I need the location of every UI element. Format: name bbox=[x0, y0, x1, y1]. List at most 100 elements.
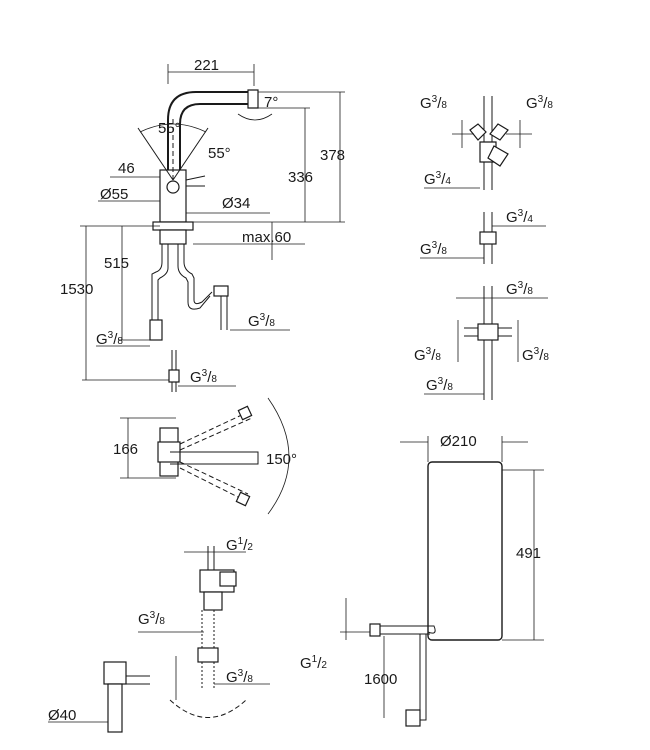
swivel-spout-down bbox=[179, 461, 249, 495]
g-letter: G bbox=[522, 347, 534, 364]
swivel-spout-front bbox=[170, 451, 259, 465]
g-num: 3 bbox=[538, 94, 544, 105]
g-letter: G bbox=[138, 611, 150, 628]
swivel-angle-arc bbox=[267, 397, 290, 515]
water-tank: Ø210 491 G1/2 1600 bbox=[300, 433, 544, 727]
g-letter: G bbox=[424, 171, 436, 188]
g-den: 8 bbox=[211, 374, 217, 385]
adapter: G3/4 G3/8 bbox=[420, 208, 546, 264]
label-av-top-right: G3/8 bbox=[526, 94, 553, 112]
filter-head: G1/2 G3/8 G3/8 Ø40 bbox=[48, 536, 270, 733]
label-av-top-left: G3/8 bbox=[420, 94, 447, 112]
hose-left bbox=[151, 244, 163, 320]
g-letter: G bbox=[96, 331, 108, 348]
tank-drop-hose bbox=[412, 634, 421, 717]
hose-right-2 bbox=[183, 244, 213, 305]
angle-valve-outlet bbox=[487, 145, 509, 167]
g-num: 1 bbox=[312, 654, 318, 665]
g-num: 3 bbox=[260, 312, 266, 323]
label-adapter-bottom: G3/8 bbox=[420, 240, 447, 258]
label-tee-right: G3/8 bbox=[522, 346, 549, 364]
label-filter-outlet-right: G3/8 bbox=[226, 668, 253, 686]
g-num: 1 bbox=[238, 536, 244, 547]
dim-tank-height: 491 bbox=[516, 545, 541, 562]
angle-valve: G3/8 G3/8 G3/4 bbox=[420, 94, 553, 190]
dim-hose-length-2: 1530 bbox=[60, 281, 93, 298]
g-den: 2 bbox=[321, 660, 327, 671]
angle-valve-handle-right bbox=[489, 123, 509, 141]
filter-bottle bbox=[107, 683, 123, 733]
g-den: 8 bbox=[117, 336, 123, 347]
dim-tank-diameter: Ø210 bbox=[440, 433, 477, 450]
tank-drop-fitting bbox=[405, 709, 421, 727]
dim-base-diameter: Ø34 bbox=[222, 195, 250, 212]
dim-spout-reach: 221 bbox=[194, 57, 219, 74]
g-num: 3 bbox=[238, 668, 244, 679]
g-letter: G bbox=[506, 209, 518, 226]
g-num: 3 bbox=[518, 280, 524, 291]
dim-bottle-diameter: Ø40 bbox=[48, 707, 76, 724]
label-g38-c: G3/8 bbox=[190, 368, 217, 386]
tank-outlet-elbow bbox=[420, 625, 436, 634]
tee-body bbox=[477, 323, 499, 341]
angle-valve-handle-left bbox=[469, 123, 487, 141]
g-letter: G bbox=[300, 655, 312, 672]
label-adapter-top: G3/4 bbox=[506, 208, 533, 226]
hose-connector bbox=[213, 285, 229, 297]
dim-lever-angle-right: 55° bbox=[208, 145, 231, 162]
swivel-top-view: 150° 166 bbox=[113, 397, 297, 515]
dim-spout-angle: 7° bbox=[264, 94, 278, 111]
filter-head-valve bbox=[203, 591, 223, 611]
g-den: 8 bbox=[441, 100, 447, 111]
lever-right-line bbox=[172, 127, 209, 181]
lever-stub bbox=[185, 175, 206, 181]
swivel-outlet-up bbox=[237, 405, 253, 421]
dim-total-height: 378 bbox=[320, 147, 345, 164]
g-den: 8 bbox=[435, 352, 441, 363]
spout-outlet bbox=[247, 89, 259, 109]
label-tee-top: G3/8 bbox=[506, 280, 533, 298]
g-letter: G bbox=[526, 95, 538, 112]
g-num: 3 bbox=[150, 610, 156, 621]
dim-spout-height: 336 bbox=[288, 169, 313, 186]
label-filter-outlet-left: G3/8 bbox=[138, 610, 165, 628]
label-tee-bottom: G3/8 bbox=[426, 376, 453, 394]
dim-body-diameter: Ø55 bbox=[100, 186, 128, 203]
filter-hose-loop bbox=[169, 699, 247, 718]
dim-hose-length-1: 515 bbox=[104, 255, 129, 272]
g-den: 8 bbox=[247, 674, 253, 685]
g-den: 4 bbox=[527, 214, 533, 225]
g-num: 3 bbox=[438, 376, 444, 387]
spout-angle-arc bbox=[237, 113, 273, 121]
dim-lever-angle-left: 55° bbox=[158, 120, 181, 137]
hose-end-fitting bbox=[168, 369, 180, 383]
g-letter: G bbox=[226, 669, 238, 686]
dim-tank-hose-length: 1600 bbox=[364, 671, 397, 688]
label-av-bottom: G3/4 bbox=[424, 170, 451, 188]
g-letter: G bbox=[226, 537, 238, 554]
g-den: 8 bbox=[159, 616, 165, 627]
lever-arc bbox=[139, 123, 207, 133]
g-letter: G bbox=[426, 377, 438, 394]
label-tee-left: G3/8 bbox=[414, 346, 441, 364]
g-den: 8 bbox=[441, 246, 447, 257]
spout-outline bbox=[167, 91, 250, 200]
g-den: 2 bbox=[247, 542, 253, 553]
g-den: 8 bbox=[543, 352, 549, 363]
hose-left-2 bbox=[157, 244, 169, 320]
g-num: 3 bbox=[518, 208, 524, 219]
lever-pivot bbox=[166, 180, 180, 194]
swivel-spout-up-2 bbox=[179, 417, 253, 451]
g-den: 8 bbox=[447, 382, 453, 393]
dim-swivel-projection: 166 bbox=[113, 441, 138, 458]
dim-deck-max: max.60 bbox=[242, 229, 291, 246]
tank-hose-nut bbox=[369, 623, 381, 637]
adapter-nut bbox=[479, 231, 497, 245]
label-g38-b: G3/8 bbox=[248, 312, 275, 330]
tank-body bbox=[427, 461, 503, 641]
g-letter: G bbox=[248, 313, 260, 330]
dim-swivel-angle: 150° bbox=[266, 451, 297, 468]
dim-lever-offset: 46 bbox=[118, 160, 135, 177]
g-letter: G bbox=[420, 95, 432, 112]
